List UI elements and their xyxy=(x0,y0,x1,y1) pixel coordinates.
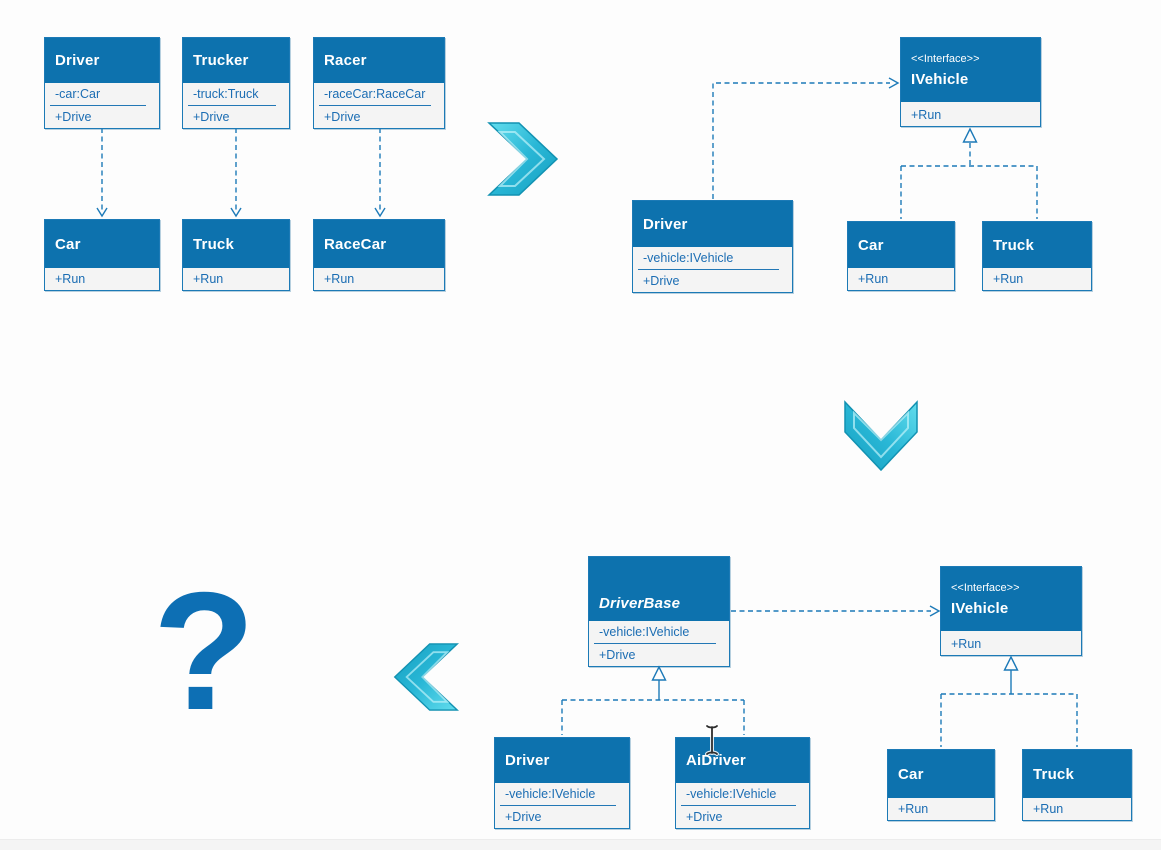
class-box-aidriver[interactable]: AiDriver -vehicle:IVehicle +Drive xyxy=(675,737,810,829)
class-header: <<Interface>> IVehicle xyxy=(941,567,1081,631)
class-box-car-v3[interactable]: Car +Run xyxy=(887,749,995,821)
class-header: AiDriver xyxy=(676,738,809,783)
class-box-car-v1[interactable]: Car +Run xyxy=(44,219,160,291)
class-method: +Run xyxy=(993,272,1024,286)
interface-box-ivehicle-v2[interactable]: <<Interface>> IVehicle +Run xyxy=(900,37,1041,127)
class-field: -truck:Truck xyxy=(188,83,276,106)
class-method: +Drive xyxy=(505,810,542,824)
chevron-right-icon xyxy=(488,122,558,196)
class-title: Driver xyxy=(505,752,550,769)
class-box-truck-v2[interactable]: Truck +Run xyxy=(982,221,1092,291)
class-box-driver-v2[interactable]: Driver -vehicle:IVehicle +Drive xyxy=(632,200,793,293)
class-header: Car xyxy=(848,222,954,268)
class-method: +Drive xyxy=(686,810,723,824)
class-title: Truck xyxy=(193,235,235,253)
class-header: DriverBase xyxy=(589,557,729,621)
class-title: Truck xyxy=(1033,765,1075,783)
class-box-driverbase[interactable]: DriverBase -vehicle:IVehicle +Drive xyxy=(588,556,730,667)
class-box-driver-v1[interactable]: Driver -car:Car +Drive xyxy=(44,37,160,129)
class-header: Truck xyxy=(1023,750,1131,798)
class-header: Truck xyxy=(983,222,1091,268)
class-header: <<Interface>> IVehicle xyxy=(901,38,1040,102)
class-method: +Run xyxy=(951,637,982,651)
class-field: -vehicle:IVehicle xyxy=(500,783,616,806)
dependency-driver-car[interactable] xyxy=(96,128,108,218)
class-title: Trucker xyxy=(193,52,249,69)
class-method: +Run xyxy=(858,272,889,286)
class-method: +Run xyxy=(55,272,86,286)
class-method: +Drive xyxy=(193,110,230,124)
class-title: RaceCar xyxy=(324,235,387,253)
class-header: Driver xyxy=(45,38,159,83)
dependency-racer-racecar[interactable] xyxy=(374,128,386,218)
class-title: IVehicle xyxy=(911,70,969,88)
class-method: +Drive xyxy=(643,274,680,288)
class-method: +Drive xyxy=(599,648,636,662)
class-title: Car xyxy=(898,765,924,783)
chevron-down-icon xyxy=(844,401,918,471)
dependency-driverbase-ivehicle[interactable] xyxy=(731,605,941,617)
class-method: +Drive xyxy=(324,110,361,124)
interface-box-ivehicle-v3[interactable]: <<Interface>> IVehicle +Run xyxy=(940,566,1082,656)
class-header: RaceCar xyxy=(314,220,444,268)
class-header: Trucker xyxy=(183,38,289,83)
question-mark: ? xyxy=(152,557,256,745)
class-box-driver-v3[interactable]: Driver -vehicle:IVehicle +Drive xyxy=(494,737,630,829)
class-title: Driver xyxy=(643,215,688,233)
class-title: AiDriver xyxy=(686,752,746,769)
class-header: Driver xyxy=(633,201,792,247)
canvas-bottom-strip xyxy=(0,839,1161,850)
class-header: Car xyxy=(45,220,159,268)
class-title: IVehicle xyxy=(951,599,1009,617)
class-field: -vehicle:IVehicle xyxy=(681,783,796,806)
i-beam-cursor xyxy=(703,723,721,762)
realization-car-truck-ivehicle[interactable] xyxy=(900,127,1038,219)
class-box-truck-v3[interactable]: Truck +Run xyxy=(1022,749,1132,821)
stereotype-label: <<Interface>> xyxy=(911,52,980,65)
class-title: DriverBase xyxy=(599,595,681,612)
class-method: +Drive xyxy=(55,110,92,124)
class-title: Driver xyxy=(55,52,100,69)
class-header: Driver xyxy=(495,738,629,783)
class-header: Truck xyxy=(183,220,289,268)
class-method: +Run xyxy=(193,272,224,286)
dependency-driver-ivehicle[interactable] xyxy=(712,77,900,199)
class-box-racecar[interactable]: RaceCar +Run xyxy=(313,219,445,291)
class-method: +Run xyxy=(898,802,929,816)
class-field: -car:Car xyxy=(50,83,146,106)
realization-car-truck-ivehicle-v3[interactable] xyxy=(940,655,1078,747)
class-box-truck-v1[interactable]: Truck +Run xyxy=(182,219,290,291)
class-title: Car xyxy=(55,235,81,253)
class-box-car-v2[interactable]: Car +Run xyxy=(847,221,955,291)
stereotype-label: <<Interface>> xyxy=(951,581,1020,594)
class-header: Racer xyxy=(314,38,444,83)
class-field: -vehicle:IVehicle xyxy=(594,621,716,644)
dependency-trucker-truck[interactable] xyxy=(230,128,242,218)
class-box-trucker[interactable]: Trucker -truck:Truck +Drive xyxy=(182,37,290,129)
class-header: Car xyxy=(888,750,994,798)
class-title: Truck xyxy=(993,236,1035,254)
class-method: +Run xyxy=(1033,802,1064,816)
class-field: -raceCar:RaceCar xyxy=(319,83,431,106)
chevron-left-icon xyxy=(393,642,459,712)
class-title: Car xyxy=(858,236,884,254)
class-box-racer[interactable]: Racer -raceCar:RaceCar +Drive xyxy=(313,37,445,129)
class-field: -vehicle:IVehicle xyxy=(638,247,779,270)
class-title: Racer xyxy=(324,52,367,69)
class-method: +Run xyxy=(911,108,942,122)
class-method: +Run xyxy=(324,272,355,286)
